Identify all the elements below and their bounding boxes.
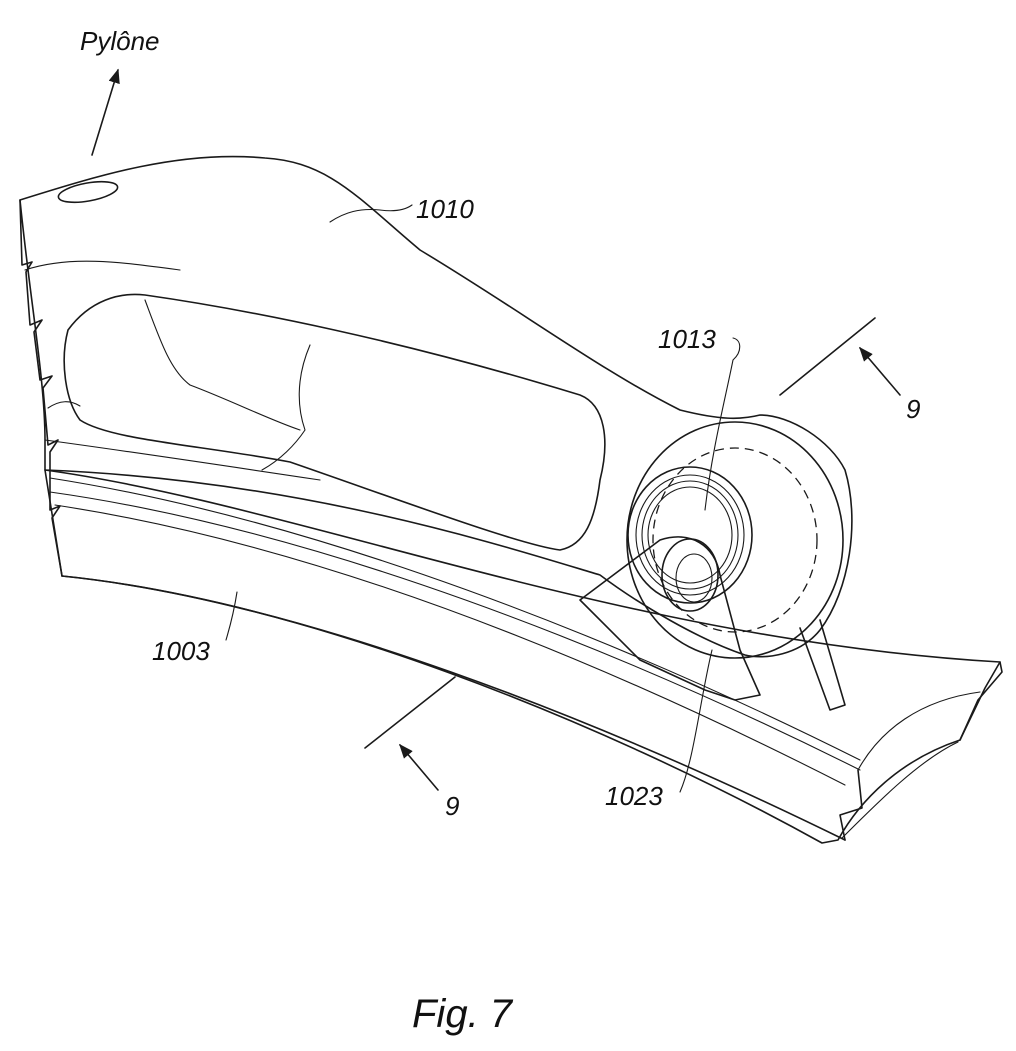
- label-1013: 1013: [658, 324, 716, 354]
- label-section-right: 9: [906, 394, 920, 424]
- section-line: [365, 318, 900, 790]
- label-1023: 1023: [605, 781, 663, 811]
- fitting-1010: [20, 156, 852, 656]
- label-pylone: Pylône: [80, 26, 160, 56]
- label-1003: 1003: [152, 636, 210, 666]
- label-1010: 1010: [416, 194, 474, 224]
- lug-1023: [580, 537, 845, 710]
- figure-caption: Fig. 7: [412, 992, 514, 1036]
- label-section-left: 9: [445, 791, 459, 821]
- leader-lines: [92, 70, 740, 792]
